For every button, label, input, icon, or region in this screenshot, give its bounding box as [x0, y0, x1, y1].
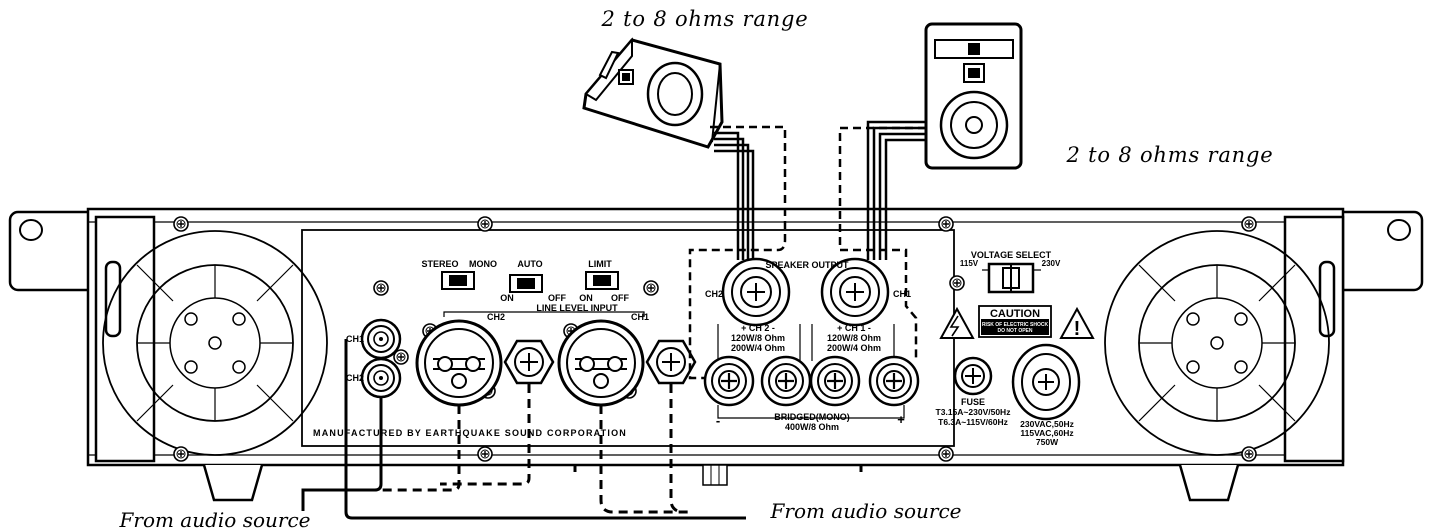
screw-icon — [1241, 446, 1257, 462]
screw-icon — [643, 280, 659, 296]
screw-icon — [173, 216, 189, 232]
audio-source-cables — [301, 339, 746, 520]
mono-label: MONO — [469, 259, 497, 269]
screw-icon — [938, 446, 954, 462]
ch2-output-label: CH2 — [705, 289, 723, 299]
speaker-output-label: SPEAKER OUTPUT — [765, 260, 849, 270]
ch2-rca-label: CH2 — [346, 373, 364, 383]
fuse-spec-line-2: T6.3A~115V/60Hz — [938, 417, 1008, 427]
svg-text:!: ! — [1074, 318, 1081, 340]
ch1-spec-title: + CH 1 - — [837, 323, 871, 333]
caution-text: CAUTION — [990, 308, 1040, 320]
screw-icon — [1241, 216, 1257, 232]
binding-post-ch2-minus[interactable] — [760, 355, 812, 407]
rack-hole-left — [19, 219, 43, 241]
ohms-range-caption-right: 2 to 8 ohms range — [1066, 143, 1274, 167]
floor-monitor-speaker-icon — [582, 37, 724, 149]
ch1-spec-line-1: 120W/8 Ohm — [827, 333, 881, 343]
ch2-spec-title: + CH 2 - — [741, 323, 775, 333]
foot-left — [202, 464, 264, 502]
ch1-rca-label: CH1 — [346, 334, 364, 344]
rca-jack-ch2[interactable] — [360, 357, 402, 399]
binding-post-ch1-minus[interactable] — [868, 355, 920, 407]
stereo-label: STEREO — [421, 259, 458, 269]
amplifier-chassis: ! STEREO MONO AUTO LIMIT ON OFF ON OFF L… — [8, 207, 1424, 502]
screw-icon — [477, 446, 493, 462]
fuse-holder[interactable] — [953, 356, 993, 396]
screw-icon — [949, 275, 965, 291]
ch1-input-label: CH1 — [631, 312, 649, 322]
ch1-spec-line-2: 200W/4 Ohm — [827, 343, 881, 353]
rca-jack-ch1[interactable] — [360, 318, 402, 360]
power-spec-line-2: 115VAC,60Hz — [1020, 428, 1073, 438]
bridged-spec: 400W/8 Ohm — [785, 422, 839, 432]
bridged-label: BRIDGED(MONO) — [774, 412, 850, 422]
ch2-input-label: CH2 — [487, 312, 505, 322]
power-spec-line-1: 230VAC,50Hz — [1020, 419, 1074, 429]
rack-hole-right — [1387, 219, 1411, 241]
foot-right — [1178, 464, 1240, 502]
off-label-limit: OFF — [611, 293, 629, 303]
chassis-body — [86, 207, 1345, 467]
screw-icon — [477, 216, 493, 232]
ch1-output-label: CH1 — [893, 289, 911, 299]
handle-left — [94, 215, 156, 463]
screw-icon — [938, 216, 954, 232]
xlr-input-ch1[interactable] — [557, 319, 645, 407]
audio-source-caption-right: From audio source — [770, 499, 962, 523]
230v-label: 230V — [1042, 259, 1061, 268]
binding-post-ch2-plus[interactable] — [703, 355, 755, 407]
auto-label: AUTO — [517, 259, 542, 269]
trs-input-ch1[interactable] — [645, 339, 697, 385]
screw-icon — [373, 280, 389, 296]
cabinet-speaker-icon — [924, 22, 1023, 170]
screw-icon — [173, 446, 189, 462]
bridged-minus-label: - — [716, 413, 720, 428]
attention-icon: ! — [1059, 306, 1095, 340]
fuse-label: FUSE — [961, 397, 985, 407]
audio-source-caption-left: From audio source — [119, 508, 311, 531]
trs-input-ch2[interactable] — [503, 339, 555, 385]
off-label-auto: OFF — [548, 293, 566, 303]
limit-label: LIMIT — [588, 259, 612, 269]
line-level-input-label: LINE LEVEL INPUT — [536, 303, 618, 313]
bridged-plus-label: + — [897, 412, 905, 427]
speaker-cables — [688, 120, 926, 380]
voltage-select-label: VOLTAGE SELECT — [971, 250, 1052, 260]
power-inlet[interactable] — [1011, 343, 1081, 421]
binding-post-ch1-plus[interactable] — [809, 355, 861, 407]
manufacturer-label: MANUFACTURED BY EARTHQUAKE SOUND CORPORA… — [313, 428, 627, 438]
xlr-input-ch2[interactable] — [415, 319, 503, 407]
on-label-auto: ON — [500, 293, 514, 303]
caution-sub-line-1: RISK OF ELECTRIC SHOCK — [982, 322, 1049, 328]
power-spec-line-3: 750W — [1036, 437, 1059, 447]
fuse-spec-line-1: T3.15A~230V/50Hz — [936, 407, 1011, 417]
ohms-range-caption-left: 2 to 8 ohms range — [601, 7, 809, 31]
shock-hazard-icon — [939, 306, 975, 339]
ch2-spec-line-2: 200W/4 Ohm — [731, 343, 785, 353]
on-label-limit: ON — [579, 293, 593, 303]
115v-label: 115V — [960, 259, 979, 268]
caution-sub-line-2: DO NOT OPEN — [997, 328, 1032, 334]
ch2-spec-line-1: 120W/8 Ohm — [731, 333, 785, 343]
